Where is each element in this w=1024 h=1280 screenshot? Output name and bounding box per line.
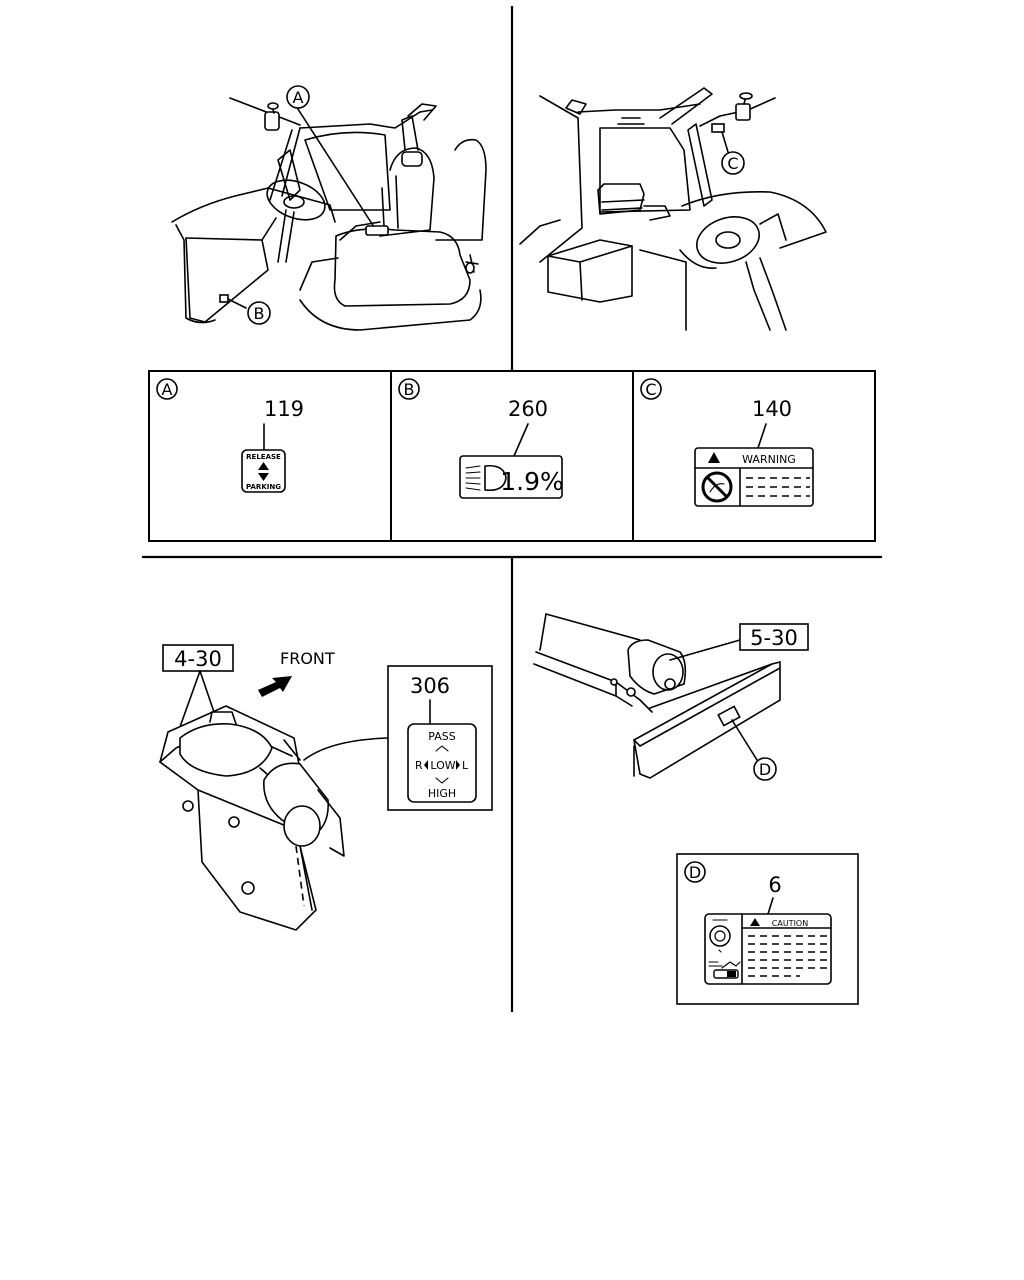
callout-d-bottom-letter: D — [759, 760, 771, 779]
bracket-ref: 4-30 — [162, 644, 234, 739]
cab-interior-left-illustration — [171, 97, 487, 331]
pass-text: PASS — [428, 730, 455, 743]
detail-a-content: A 119 RELEASE PARKING — [156, 378, 304, 493]
prohibited-icon — [701, 471, 733, 503]
frame-ref-text: 5-30 — [750, 626, 798, 650]
detail-d-letter: D — [689, 863, 701, 882]
warning-text: WARNING — [742, 453, 796, 466]
warning-triangle-icon — [708, 452, 720, 463]
caution-triangle-icon — [750, 918, 760, 926]
caution-text: CAUTION — [772, 919, 808, 928]
r-text: R — [415, 759, 423, 772]
bracket-ref-text: 4-30 — [174, 647, 222, 671]
front-text: FRONT — [280, 649, 335, 668]
callout-a-top: A — [286, 85, 310, 109]
detail-c-letter: C — [645, 380, 656, 399]
down-arrow-icon — [258, 473, 269, 481]
pass-chevron-icon — [435, 745, 449, 752]
dimmer-switch-label — [407, 723, 477, 803]
callout-a-top-letter: A — [293, 88, 304, 107]
up-arrow-icon — [258, 462, 269, 470]
caution-text-lines — [748, 935, 828, 977]
dial-icon — [709, 919, 731, 953]
part-number-140: 140 — [752, 397, 792, 421]
headlamp-aim-value: 1.9% — [500, 467, 564, 496]
high-chevron-icon — [435, 777, 449, 784]
frame-rail-illustration — [533, 613, 781, 779]
parking-text: PARKING — [246, 483, 281, 491]
engine-lock-icon — [708, 961, 741, 979]
l-text: L — [462, 759, 469, 772]
warning-text-lines — [746, 477, 810, 497]
detail-a-letter: A — [162, 380, 173, 399]
release-parking-label — [241, 449, 286, 493]
cab-interior-right-illustration — [519, 87, 827, 331]
low-text: LOW — [430, 759, 455, 772]
callout-c-top-letter: C — [727, 154, 738, 173]
part-number-260: 260 — [508, 397, 548, 421]
callout-c-top: C — [721, 151, 745, 175]
caution-label-location — [717, 705, 741, 727]
high-text: HIGH — [428, 787, 456, 800]
part-number-306: 306 — [410, 674, 450, 698]
detail-b-letter: B — [404, 380, 415, 399]
detail-box-c — [632, 370, 876, 542]
r-arrow-icon — [424, 760, 428, 770]
front-arrow-icon — [258, 676, 292, 697]
front-direction: FRONT — [258, 649, 335, 697]
detail-b-content: B 260 1.9% — [398, 378, 564, 499]
warning-label — [694, 447, 814, 507]
frame-ref: 5-30 — [739, 623, 809, 651]
callout-d-bottom: D — [753, 757, 777, 781]
callout-b-top: B — [247, 301, 271, 325]
l-arrow-icon — [456, 760, 460, 770]
detail-c-content: C 140 WARNING — [640, 378, 814, 507]
detail-306-box: 306 PASS R LOW L HIGH — [387, 665, 493, 811]
part-number-6: 6 — [768, 873, 781, 897]
callout-b-top-letter: B — [254, 304, 265, 323]
dimmer-switch-bracket-illustration — [159, 705, 389, 931]
detail-d-box: D 6 CAUTION — [676, 853, 859, 1005]
part-number-119: 119 — [264, 397, 304, 421]
caution-label — [704, 913, 832, 985]
release-text: RELEASE — [246, 453, 281, 461]
headlamp-icon — [465, 464, 507, 492]
